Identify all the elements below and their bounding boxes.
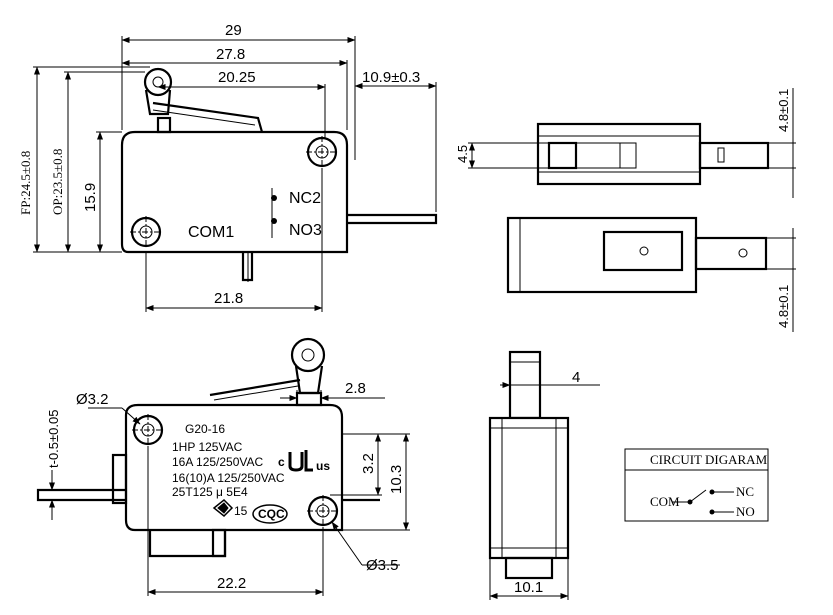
side-view: 4 10.1: [488, 350, 600, 600]
front-roller: [143, 67, 173, 97]
circuit-com: COM: [650, 494, 680, 509]
front-body: [120, 130, 349, 254]
rating-2: 16A 125/250VAC: [172, 455, 264, 469]
circuit-no: NO: [736, 504, 755, 519]
svg-text:c: c: [278, 455, 285, 469]
dim-21-8: 21.8: [214, 290, 243, 307]
circuit-diagram: CIRCUIT DIGARAM COM NC NO: [624, 448, 769, 522]
dim-10-9: 10.9±0.3: [362, 69, 420, 86]
dim-2-8: 2.8: [345, 380, 366, 397]
svg-text:us: us: [316, 459, 330, 473]
dim-10-1: 10.1: [514, 579, 543, 596]
dim-20-25: 20.25: [218, 69, 256, 86]
label-no: NO3: [289, 222, 322, 239]
enec-cert-logo: 15: [212, 498, 248, 518]
back-roller: [290, 337, 326, 373]
rating-1: 1HP 125VAC: [172, 440, 243, 454]
label-com: COM1: [188, 224, 234, 241]
dim-15-9: 15.9: [82, 183, 99, 212]
svg-text:15: 15: [234, 504, 248, 518]
dim-hole-small: Ø3.2: [76, 391, 109, 408]
dim-fp: FP:24.5±0.8: [18, 151, 33, 215]
dim-4-8-bottom: 4.8±0.1: [776, 285, 791, 328]
front-view: NC2 NO3 COM1 29 27.8 20.25 10.9±0.3 FP:2…: [18, 22, 438, 312]
rating-4: 25T125 μ 5E4: [172, 485, 248, 499]
back-body: [124, 403, 344, 532]
dim-10-3: 10.3: [388, 465, 405, 494]
top-view-upper: 4.5 4.8±0.1: [455, 88, 796, 198]
dim-4-5: 4.5: [455, 145, 470, 163]
dim-4-8-top: 4.8±0.1: [776, 89, 791, 132]
ul-cert-logo: c us: [278, 450, 330, 473]
back-view: G20-16 1HP 125VAC 16A 125/250VAC 16(10)A…: [36, 337, 410, 596]
top-view-lower: 4.8±0.1: [506, 216, 796, 332]
dim-29: 29: [225, 22, 242, 39]
cqc-cert-logo: CQC: [252, 504, 288, 524]
dim-thickness: t-0.5±0.05: [46, 410, 61, 468]
dim-3-2: 3.2: [360, 453, 377, 474]
dim-22-2: 22.2: [217, 575, 246, 592]
dim-hole-large: Ø3.5: [366, 557, 399, 574]
circuit-nc: NC: [736, 484, 754, 499]
label-nc: NC2: [289, 190, 321, 207]
model-text: G20-16: [185, 422, 225, 436]
rating-3: 16(10)A 125/250VAC: [172, 471, 285, 485]
dim-op: OP:23.5±0.8: [50, 149, 65, 215]
dim-27-8: 27.8: [216, 46, 245, 63]
circuit-title: CIRCUIT DIGARAM: [650, 452, 768, 467]
dim-4: 4: [572, 369, 580, 386]
svg-text:CQC: CQC: [258, 507, 285, 521]
